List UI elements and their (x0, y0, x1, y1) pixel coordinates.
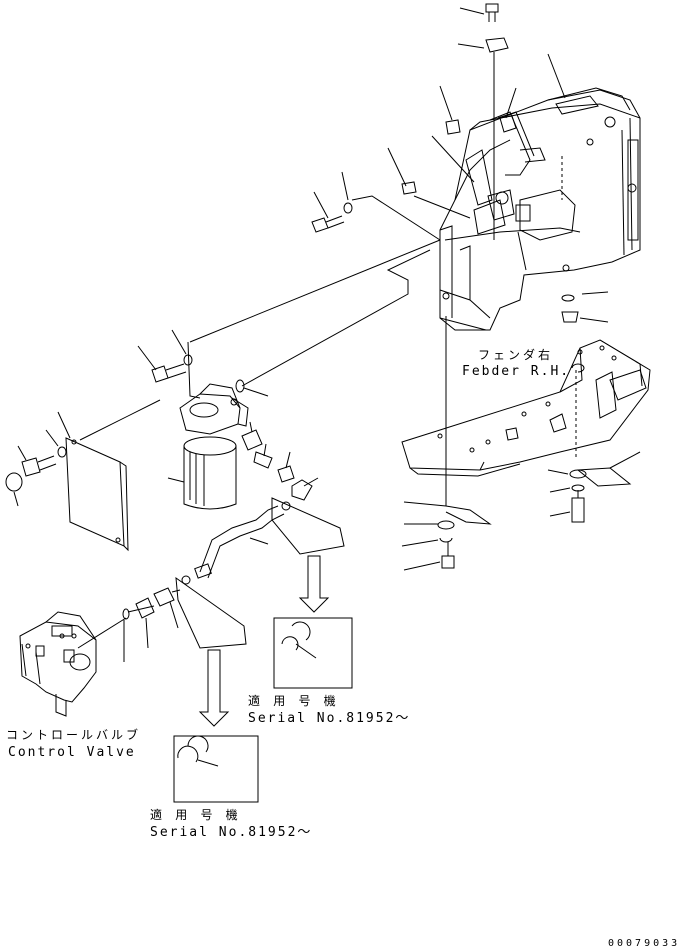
filter-head (180, 384, 248, 434)
control-valve (20, 612, 96, 716)
bracket-leaders (402, 316, 640, 570)
top-bracket-clip (458, 38, 508, 240)
fender-label-jp: フェンダ右 (478, 348, 554, 362)
serial-a-label-jp: 適 用 号 機 (248, 694, 339, 708)
detail-box-lower (174, 736, 258, 802)
control-valve-label-en: Control Valve (8, 745, 136, 760)
housing-bolt-washer (312, 172, 440, 240)
valve-fittings (78, 588, 180, 662)
filter-bolt (138, 330, 192, 382)
elbow-ring (236, 380, 268, 396)
upper-bracket-plate (272, 498, 344, 554)
fender-housing (440, 88, 640, 330)
serial-b-label-en: Serial No.81952～ (150, 825, 313, 840)
serial-b-label-jp: 適 用 号 機 (150, 808, 241, 822)
control-valve-label-jp: コントロールバルブ (6, 728, 142, 742)
side-cover-plate (58, 412, 128, 550)
filter-canister (168, 437, 236, 509)
fender-leaders (388, 54, 608, 322)
serial-a-label-en: Serial No.81952～ (248, 711, 411, 726)
top-bolt (460, 4, 498, 22)
hose (195, 506, 284, 578)
detail-arrow-upper (300, 556, 328, 612)
side-bolt-washer (6, 430, 66, 506)
drawing-code: 00079033 (608, 938, 681, 949)
lower-bracket-plate (176, 576, 246, 648)
detail-arrow-lower (200, 650, 228, 726)
connection-lines (80, 240, 440, 440)
fender-bracket (402, 340, 650, 476)
fender-label-en: Febder R.H. (462, 364, 571, 379)
filter-fittings (242, 422, 318, 500)
detail-box-upper (274, 618, 352, 688)
